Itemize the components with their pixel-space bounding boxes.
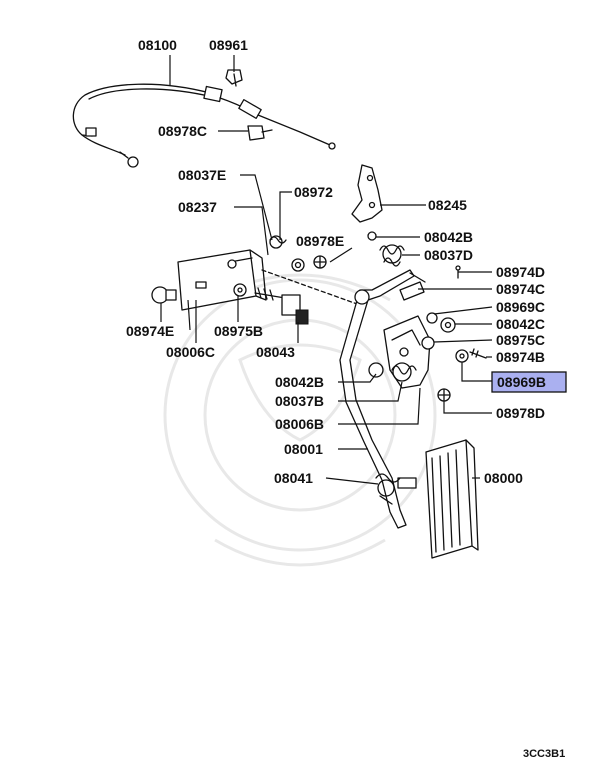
label-08237[interactable]: 08237 bbox=[178, 199, 217, 215]
label-08978C[interactable]: 08978C bbox=[158, 123, 207, 139]
bolt-08978D[interactable] bbox=[437, 388, 451, 402]
bushing-08972[interactable] bbox=[291, 258, 305, 272]
label-08006C[interactable]: 08006C bbox=[166, 344, 215, 360]
label-08037D[interactable]: 08037D bbox=[424, 247, 473, 263]
label-08974C[interactable]: 08974C bbox=[496, 281, 545, 297]
cable-clip[interactable] bbox=[225, 69, 243, 87]
label-08969B[interactable]: 08969B bbox=[497, 374, 546, 390]
bushing-08975B[interactable] bbox=[233, 283, 247, 297]
leader-lines bbox=[160, 55, 494, 485]
bolt-08978E[interactable] bbox=[313, 255, 327, 269]
label-08037B[interactable]: 08037B bbox=[275, 393, 324, 409]
label-08974D[interactable]: 08974D bbox=[496, 264, 545, 280]
label-08042B-mid[interactable]: 08042B bbox=[275, 374, 324, 390]
label-08975C[interactable]: 08975C bbox=[496, 332, 545, 348]
bushing-08042B-mid[interactable] bbox=[368, 362, 384, 378]
label-08006B[interactable]: 08006B bbox=[275, 416, 324, 432]
highlight-box bbox=[491, 371, 567, 393]
label-08037E[interactable]: 08037E bbox=[178, 167, 226, 183]
label-08961[interactable]: 08961 bbox=[209, 37, 248, 53]
mounting-bracket-08006C[interactable] bbox=[177, 249, 267, 311]
pin-08974D[interactable] bbox=[455, 265, 461, 279]
label-08000[interactable]: 08000 bbox=[484, 470, 523, 486]
accelerator-cable[interactable] bbox=[72, 83, 336, 168]
label-08978D[interactable]: 08978D bbox=[496, 405, 545, 421]
pedal-pad-08000[interactable] bbox=[425, 439, 479, 559]
bushing-08042C[interactable] bbox=[440, 317, 456, 333]
spring-08037B[interactable] bbox=[391, 362, 417, 382]
label-08041[interactable]: 08041 bbox=[274, 470, 313, 486]
diagram-reference-code: 3CC3B1 bbox=[523, 748, 565, 760]
washer-08969C[interactable] bbox=[426, 312, 438, 324]
spring-08037E[interactable] bbox=[269, 235, 287, 249]
spring-08037D[interactable] bbox=[379, 244, 405, 267]
bushing-08975C[interactable] bbox=[421, 336, 435, 350]
stopper-08974C[interactable] bbox=[399, 281, 425, 301]
label-08100[interactable]: 08100 bbox=[138, 37, 177, 53]
bracket-08245[interactable] bbox=[351, 164, 383, 223]
label-08975B[interactable]: 08975B bbox=[214, 323, 263, 339]
stopper-08974E[interactable] bbox=[151, 286, 177, 304]
pedal-arm-08001[interactable] bbox=[339, 269, 426, 529]
label-08974B[interactable]: 08974B bbox=[496, 349, 545, 365]
part-labels: 08100 08961 08978C 08037E 08972 08245 08… bbox=[126, 37, 546, 486]
label-08978E[interactable]: 08978E bbox=[296, 233, 344, 249]
clip-08041[interactable] bbox=[375, 473, 401, 505]
bolt-08978C[interactable] bbox=[247, 125, 273, 141]
pivot-plate[interactable] bbox=[383, 315, 431, 389]
bushing-08042B[interactable] bbox=[367, 231, 377, 241]
label-08001[interactable]: 08001 bbox=[284, 441, 323, 457]
label-08969C[interactable]: 08969C bbox=[496, 299, 545, 315]
label-08245[interactable]: 08245 bbox=[428, 197, 467, 213]
washer-08969B[interactable] bbox=[455, 349, 469, 363]
label-08042C[interactable]: 08042C bbox=[496, 316, 545, 332]
label-08042B-top[interactable]: 08042B bbox=[424, 229, 473, 245]
label-08974E[interactable]: 08974E bbox=[126, 323, 174, 339]
label-08972[interactable]: 08972 bbox=[294, 184, 333, 200]
stop-lamp-switch-08043[interactable] bbox=[254, 287, 309, 325]
pin-08974B[interactable] bbox=[469, 348, 487, 359]
label-08043[interactable]: 08043 bbox=[256, 344, 295, 360]
